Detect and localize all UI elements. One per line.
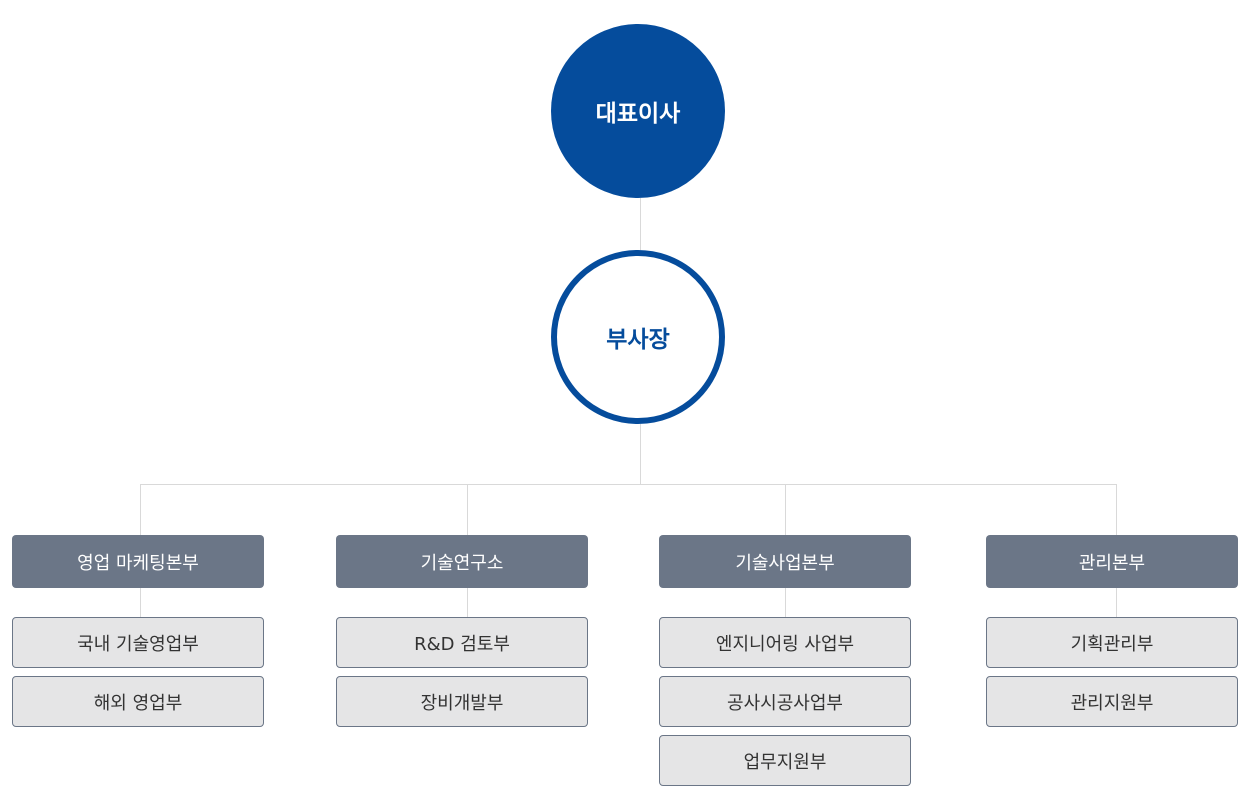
connector-line xyxy=(140,484,1117,485)
division-column: 기술사업본부 엔지니어링 사업부 공사시공사업부 업무지원부 xyxy=(659,535,911,794)
ceo-node: 대표이사 xyxy=(551,24,725,198)
division-column: 영업 마케팅본부 국내 기술영업부 해외 영업부 xyxy=(12,535,264,735)
team-box: 기획관리부 xyxy=(986,617,1238,668)
division-head: 기술사업본부 xyxy=(659,535,911,588)
division-head: 영업 마케팅본부 xyxy=(12,535,264,588)
connector-line xyxy=(640,424,641,484)
division-head: 기술연구소 xyxy=(336,535,588,588)
connector-line xyxy=(640,198,641,250)
team-box: 업무지원부 xyxy=(659,735,911,786)
team-box: 공사시공사업부 xyxy=(659,676,911,727)
team-box: 엔지니어링 사업부 xyxy=(659,617,911,668)
team-box: 관리지원부 xyxy=(986,676,1238,727)
division-column: 기술연구소 R&D 검토부 장비개발부 xyxy=(336,535,588,735)
division-column: 관리본부 기획관리부 관리지원부 xyxy=(986,535,1238,735)
team-box: R&D 검토부 xyxy=(336,617,588,668)
team-box: 해외 영업부 xyxy=(12,676,264,727)
team-box: 국내 기술영업부 xyxy=(12,617,264,668)
team-box: 장비개발부 xyxy=(336,676,588,727)
vice-president-node: 부사장 xyxy=(551,250,725,424)
division-head: 관리본부 xyxy=(986,535,1238,588)
